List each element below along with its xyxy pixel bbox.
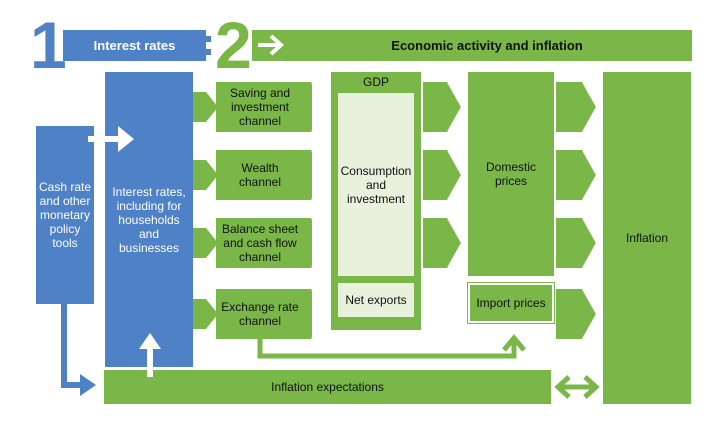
step-1-number: 1	[30, 8, 67, 82]
step-2-economic-activity-banner: Economic activity and inflation	[252, 30, 692, 61]
interest-to-channels-arrows	[193, 92, 218, 329]
net-exports-box: Net exports	[338, 283, 414, 317]
prices-to-inflation-arrows	[556, 81, 599, 340]
cash-rate-box: Cash rate and other monetary policy tool…	[36, 126, 94, 304]
consumption-investment-box: Consumption and investment	[338, 93, 414, 276]
balance-sheet-channel-box: Balance sheet and cash flow channel	[216, 218, 312, 268]
domestic-prices-box: Domestic prices	[468, 72, 554, 276]
gdp-label: GDP	[362, 75, 389, 89]
gdp-to-prices-arrows	[423, 81, 464, 269]
inflation-box: Inflation	[603, 72, 691, 404]
step-1-interest-rates-banner: Interest rates	[63, 30, 206, 61]
channel-chevrons	[311, 81, 328, 340]
inflation-expectations-box: Inflation expectations	[104, 370, 551, 404]
import-prices-box: Import prices	[468, 283, 554, 323]
interest-rates-box: Interest rates, including for households…	[105, 72, 193, 367]
exchange-to-import-arrow-icon	[257, 334, 526, 359]
step-2-number: 2	[215, 8, 252, 82]
wealth-channel-box: Wealth channel	[216, 150, 312, 200]
cash-to-expectations-arrow-icon	[61, 304, 96, 396]
exchange-rate-channel-box: Exchange rate channel	[216, 289, 312, 339]
expectations-inflation-double-arrow-icon	[554, 375, 600, 399]
saving-investment-channel-box: Saving and investment channel	[216, 82, 312, 132]
